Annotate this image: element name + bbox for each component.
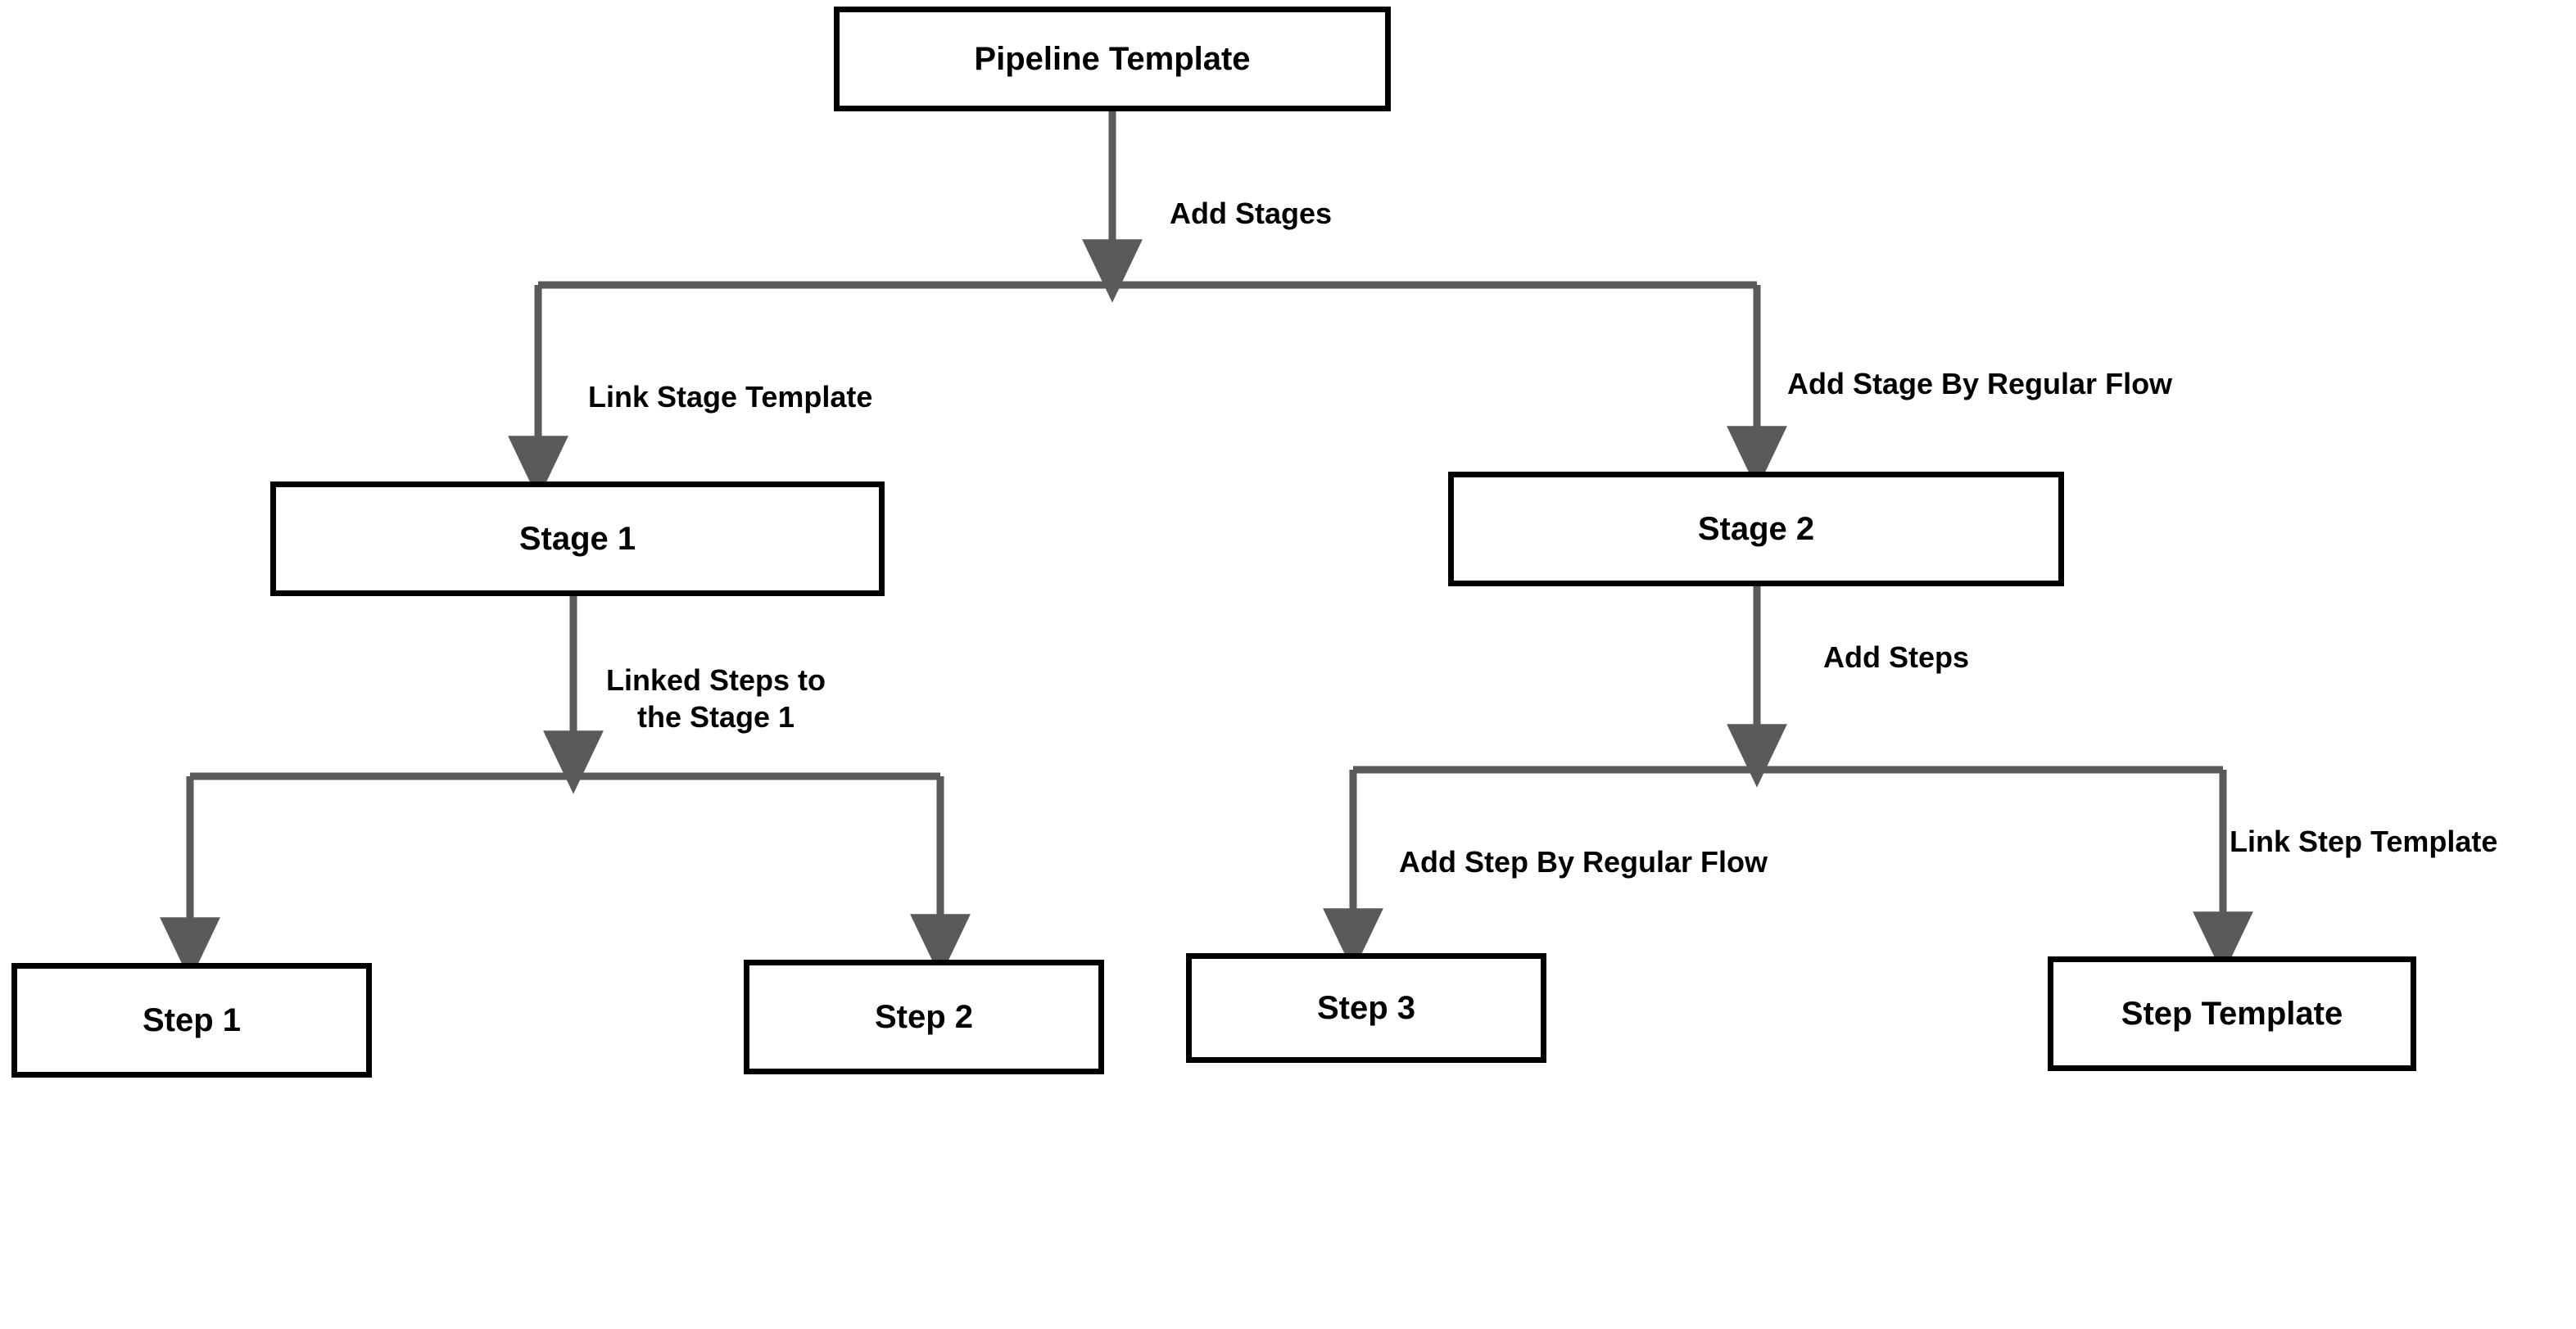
node-stage-1-label: Stage 1 bbox=[518, 521, 636, 557]
node-pipeline-template[interactable]: Pipeline Template bbox=[834, 7, 1391, 111]
node-step-3[interactable]: Step 3 bbox=[1186, 953, 1546, 1063]
node-step-template-label: Step Template bbox=[2121, 996, 2343, 1032]
edge-label-link-stage-template: Link Stage Template bbox=[588, 380, 873, 414]
node-stage-2[interactable]: Stage 2 bbox=[1448, 472, 2064, 586]
edge-label-add-step-by-regular-flow: Add Step By Regular Flow bbox=[1399, 845, 1768, 879]
edge-label-linked-steps-to-the-stage-1: Linked Steps to the Stage 1 bbox=[606, 663, 826, 734]
node-step-3-label: Step 3 bbox=[1316, 990, 1416, 1026]
edge-label-add-stages: Add Stages bbox=[1170, 197, 1333, 230]
node-step-2-label: Step 2 bbox=[874, 999, 974, 1035]
node-step-1[interactable]: Step 1 bbox=[11, 963, 372, 1078]
node-stage-1[interactable]: Stage 1 bbox=[270, 481, 885, 596]
node-step-1-label: Step 1 bbox=[142, 1002, 242, 1038]
node-step-2[interactable]: Step 2 bbox=[744, 960, 1104, 1074]
edge-label-add-stage-by-regular-flow: Add Stage By Regular Flow bbox=[1787, 367, 2173, 400]
node-pipeline-template-label: Pipeline Template bbox=[974, 41, 1251, 77]
node-stage-2-label: Stage 2 bbox=[1697, 511, 1815, 547]
edge-label-add-steps: Add Steps bbox=[1823, 640, 1970, 674]
node-step-template[interactable]: Step Template bbox=[2048, 956, 2416, 1071]
edge-label-link-step-template: Link Step Template bbox=[2230, 825, 2498, 858]
